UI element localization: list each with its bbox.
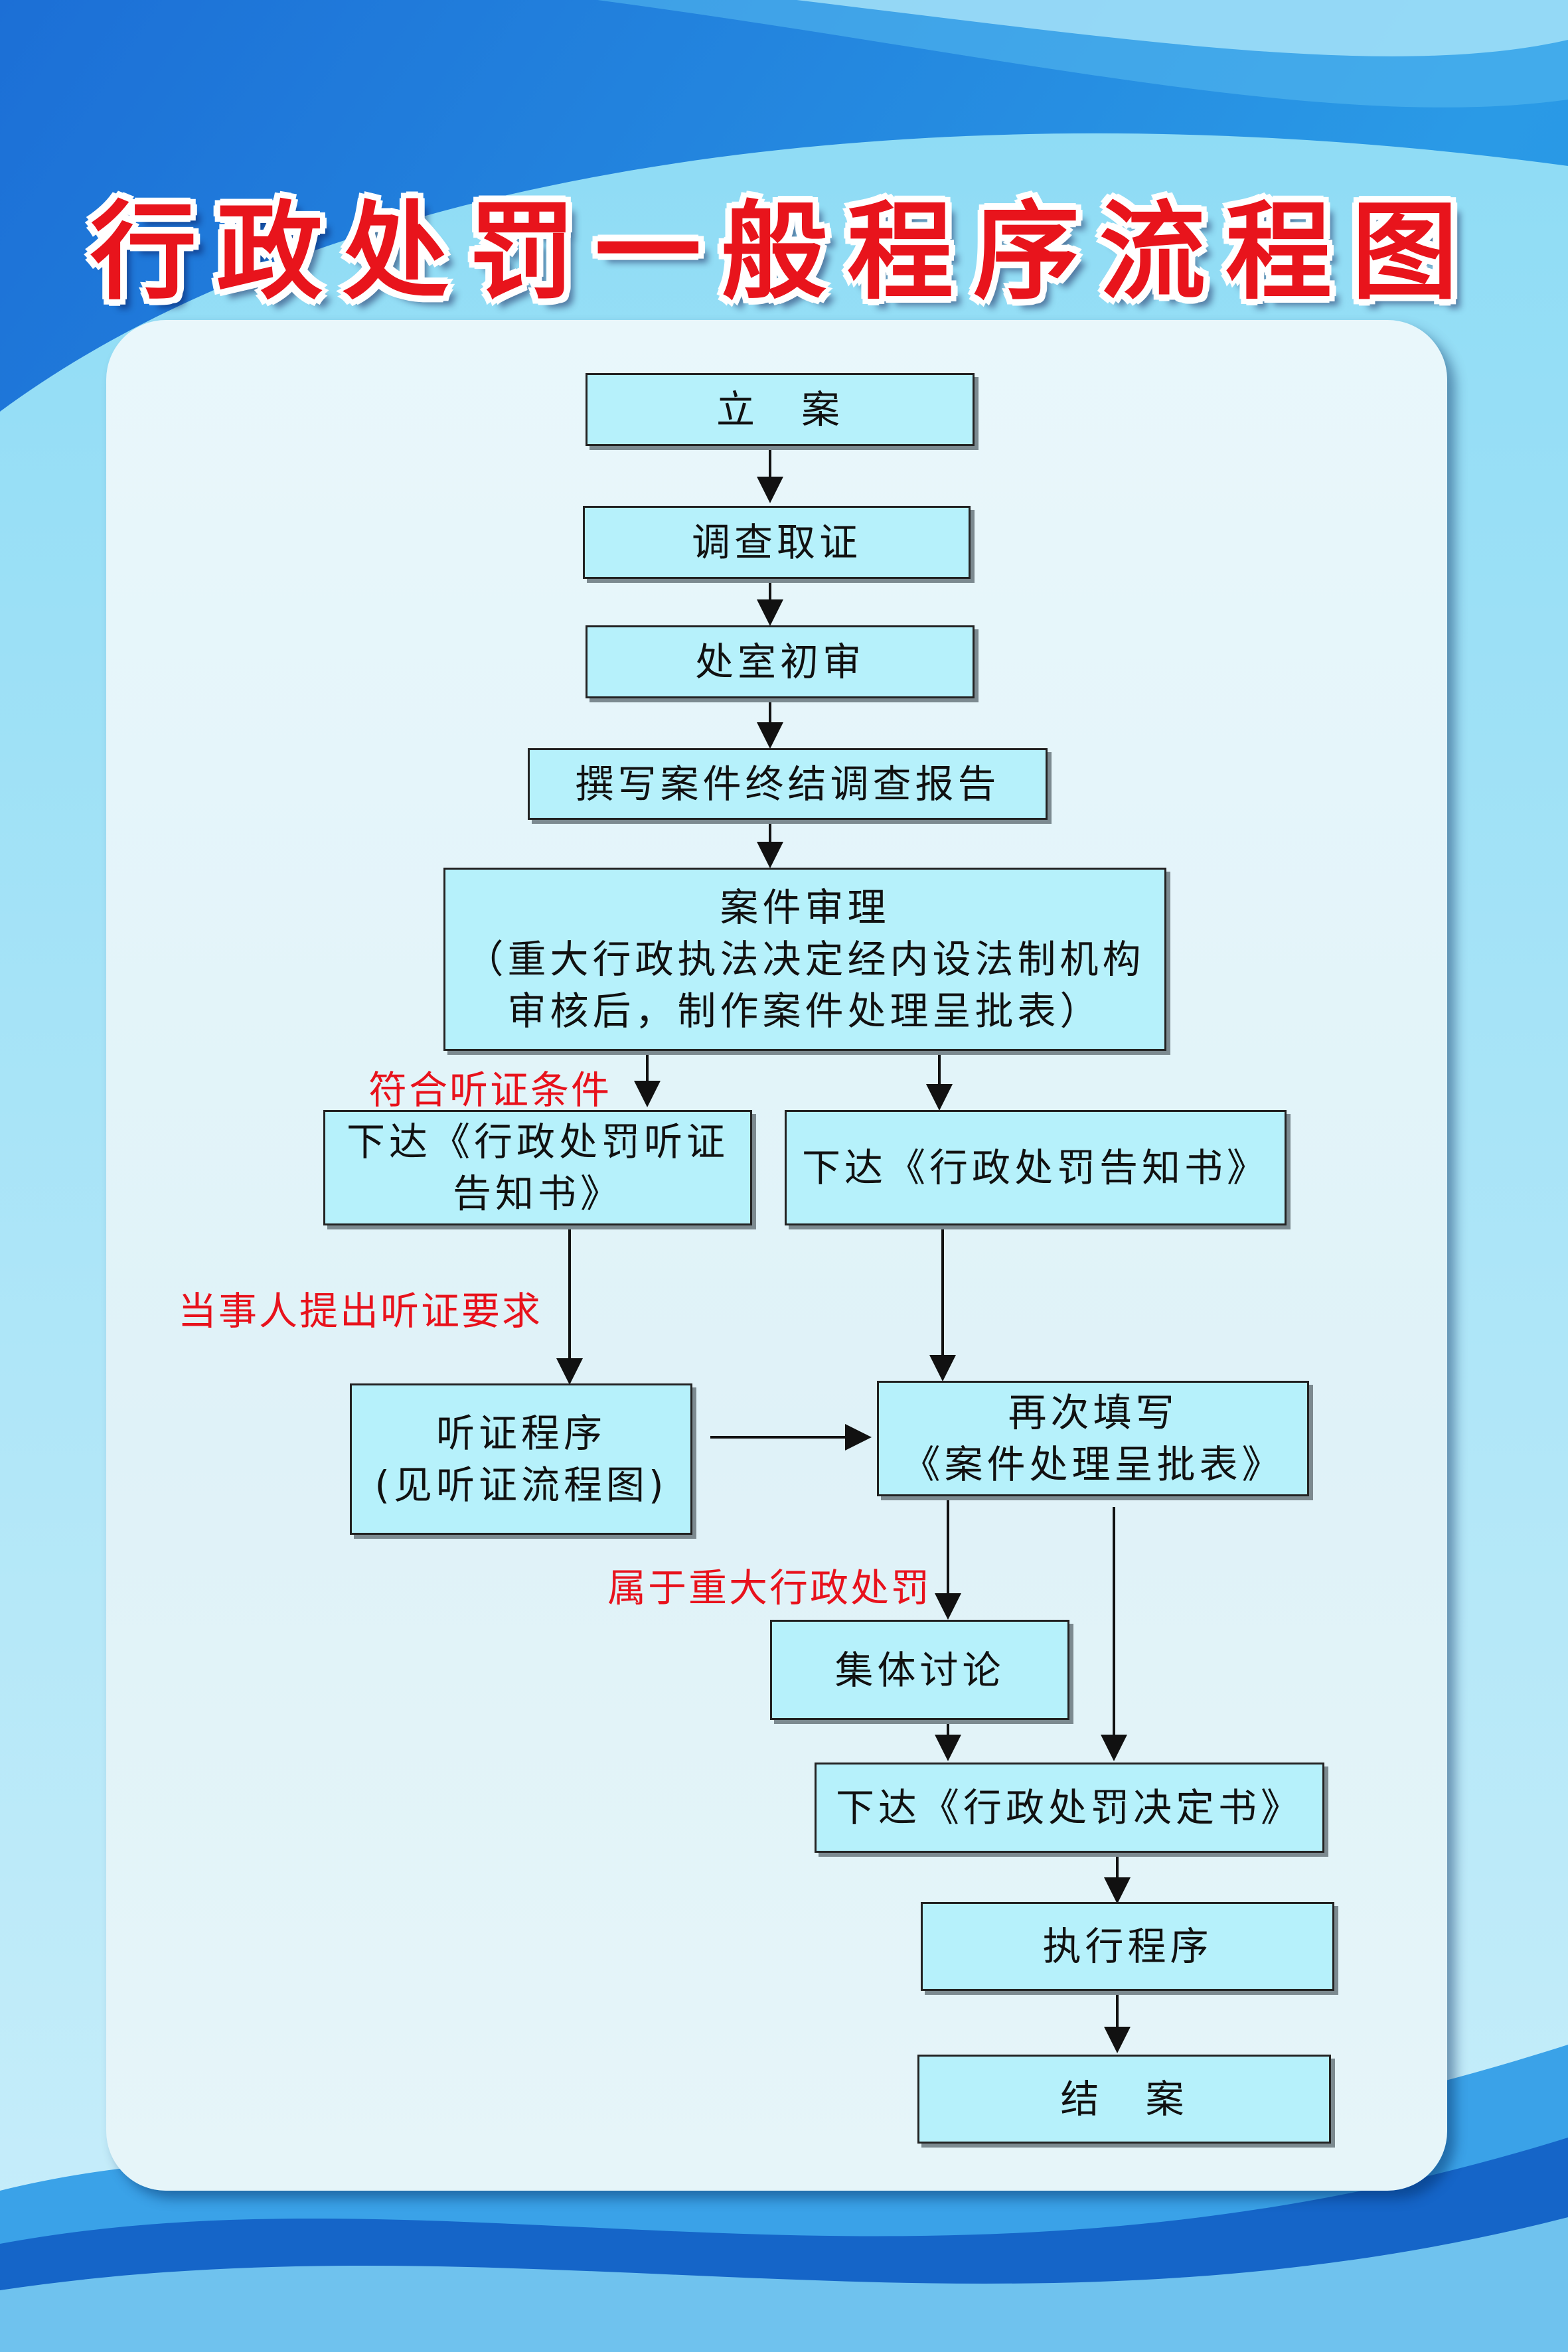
- box-tingzheng-line2: (见听证流程图): [374, 1462, 668, 1508]
- box-jiti: 集体讨论: [770, 1620, 1069, 1720]
- box-lian-label: 立 案: [716, 387, 844, 432]
- box-jiean-label: 结 案: [1060, 2077, 1188, 2122]
- box-diaocha: 调查取证: [583, 506, 971, 579]
- box-jueding: 下达《行政处罚决定书》: [815, 1763, 1324, 1853]
- box-shenli-line2: 审核后，制作案件处理呈批表）: [507, 988, 1103, 1034]
- box-gaozhi-label: 下达《行政处罚告知书》: [801, 1145, 1269, 1190]
- box-zhixing-label: 执行程序: [1042, 1924, 1213, 1969]
- box-tingzheng-line1: 听证程序: [435, 1411, 606, 1456]
- box-zaici-line1: 再次填写: [1008, 1390, 1178, 1435]
- box-shenli-line1: （重大行政执法决定经内设法制机构: [465, 937, 1145, 982]
- box-lian: 立 案: [586, 373, 975, 446]
- box-shenli: 案件审理 （重大行政执法决定经内设法制机构 审核后，制作案件处理呈批表）: [443, 868, 1166, 1051]
- box-zaici: 再次填写 《案件处理呈批表》: [877, 1381, 1309, 1496]
- box-zhixing: 执行程序: [921, 1902, 1334, 1991]
- box-baogao: 撰写案件终结调查报告: [528, 748, 1048, 820]
- box-jueding-label: 下达《行政处罚决定书》: [835, 1785, 1303, 1830]
- condition-tichu: 当事人提出听证要求: [178, 1289, 543, 1334]
- condition-fuhe: 符合听证条件: [368, 1067, 612, 1113]
- box-chushen: 处室初审: [586, 625, 975, 698]
- box-baogao-label: 撰写案件终结调查报告: [575, 761, 1000, 807]
- box-zaici-line2: 《案件处理呈批表》: [902, 1442, 1285, 1487]
- page-title: 行政处罚一般程序流程图: [90, 190, 1478, 314]
- box-chushen-label: 处室初审: [694, 639, 865, 684]
- box-gaozhi: 下达《行政处罚告知书》: [785, 1110, 1287, 1225]
- box-jiean: 结 案: [917, 2055, 1331, 2144]
- box-shenli-title: 案件审理: [720, 885, 890, 930]
- box-tingzheng: 听证程序 (见听证流程图): [350, 1383, 692, 1535]
- box-diaocha-label: 调查取证: [691, 520, 862, 565]
- box-tingzheng-notice-line1: 下达《行政处罚听证: [346, 1119, 729, 1164]
- box-tingzheng-notice: 下达《行政处罚听证 告知书》: [323, 1110, 752, 1225]
- box-tingzheng-notice-line2: 告知书》: [452, 1171, 623, 1216]
- box-jiti-label: 集体讨论: [834, 1647, 1005, 1693]
- condition-zhongda: 属于重大行政处罚: [607, 1565, 932, 1610]
